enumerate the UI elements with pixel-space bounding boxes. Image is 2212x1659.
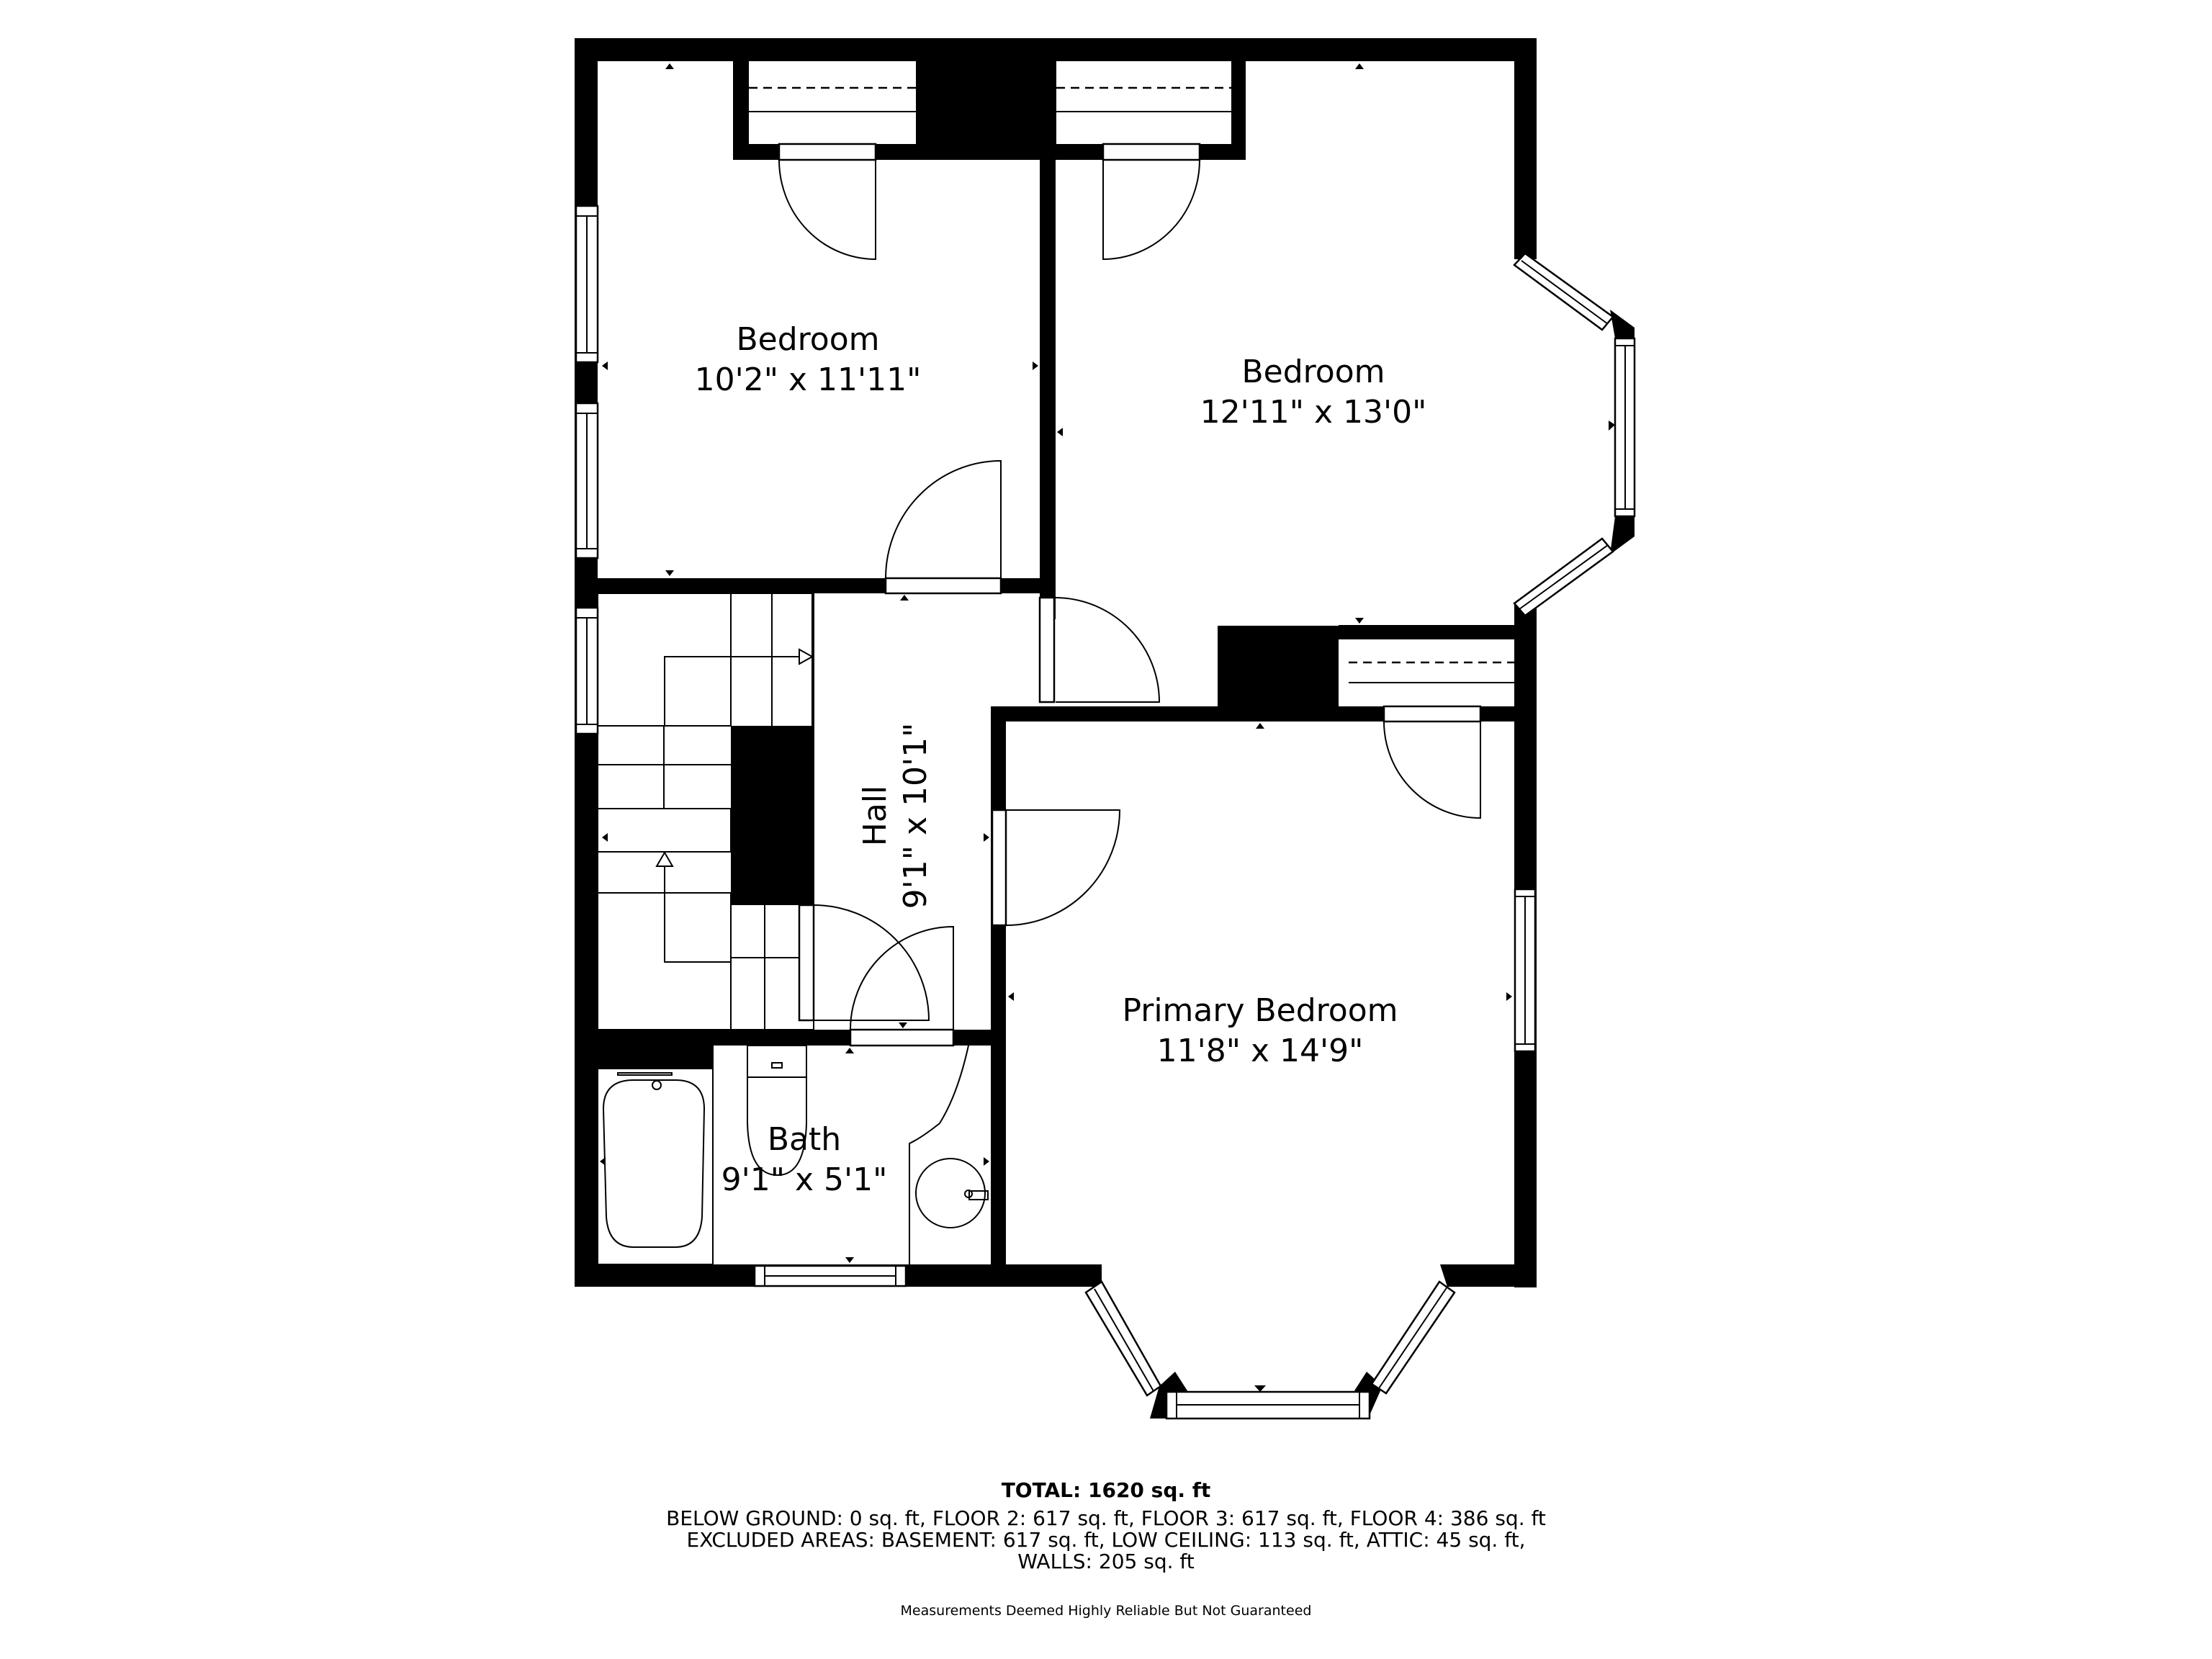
svg-text:9'1" x 5'1": 9'1" x 5'1" bbox=[721, 1161, 888, 1198]
room-label-hall: Hall 9'1" x 10'1" bbox=[857, 723, 934, 909]
svg-text:11'8" x 14'9": 11'8" x 14'9" bbox=[1157, 1033, 1364, 1069]
wall-bedrooms bbox=[1040, 144, 1056, 619]
excluded-areas: EXCLUDED AREAS: BASEMENT: 617 sq. ft, LO… bbox=[686, 1528, 1526, 1552]
total-area: TOTAL: 1620 sq. ft bbox=[1001, 1478, 1211, 1502]
bedroom-2-door bbox=[1038, 593, 1161, 703]
bay-window-bedroom-2 bbox=[1513, 252, 1636, 617]
right-window-primary bbox=[1514, 888, 1537, 1053]
svg-text:Bedroom: Bedroom bbox=[1241, 354, 1385, 390]
room-label-bedroom-2: Bedroom 12'11" x 13'0" bbox=[1200, 354, 1427, 431]
disclaimer: Measurements Deemed Highly Reliable But … bbox=[900, 1603, 1312, 1619]
chimney-block bbox=[1218, 626, 1339, 721]
floor-areas: BELOW GROUND: 0 sq. ft, FLOOR 2: 617 sq.… bbox=[666, 1506, 1546, 1530]
primary-door bbox=[991, 809, 1121, 927]
svg-text:Primary Bedroom: Primary Bedroom bbox=[1122, 992, 1398, 1029]
hall-closet-door bbox=[798, 904, 930, 1022]
bath-window bbox=[753, 1264, 907, 1287]
staircase bbox=[597, 593, 814, 1030]
svg-text:9'1" x 10'1": 9'1" x 10'1" bbox=[897, 723, 934, 909]
left-windows bbox=[575, 204, 599, 735]
svg-text:Hall: Hall bbox=[857, 786, 894, 847]
primary-closet bbox=[1339, 625, 1537, 819]
room-label-bath: Bath 9'1" x 5'1" bbox=[721, 1121, 888, 1198]
svg-text:12'11" x 13'0": 12'11" x 13'0" bbox=[1200, 394, 1427, 431]
bay-window-primary-bedroom bbox=[1084, 1280, 1456, 1420]
bedroom-1-door bbox=[884, 459, 1002, 595]
room-label-primary-bedroom: Primary Bedroom 11'8" x 14'9" bbox=[1122, 992, 1398, 1069]
svg-text:10'2" x 11'11": 10'2" x 11'11" bbox=[695, 361, 922, 398]
bath-fixtures bbox=[597, 1045, 989, 1265]
bath-door bbox=[849, 925, 955, 1047]
svg-text:Bedroom: Bedroom bbox=[736, 321, 879, 358]
room-label-bedroom-1: Bedroom 10'2" x 11'11" bbox=[695, 321, 922, 398]
wall-hall-primary bbox=[991, 706, 1006, 1287]
svg-text:Bath: Bath bbox=[768, 1121, 841, 1158]
walls-area: WALLS: 205 sq. ft bbox=[1017, 1550, 1195, 1573]
top-closets bbox=[733, 61, 1246, 261]
dimension-markers bbox=[600, 63, 1512, 1263]
